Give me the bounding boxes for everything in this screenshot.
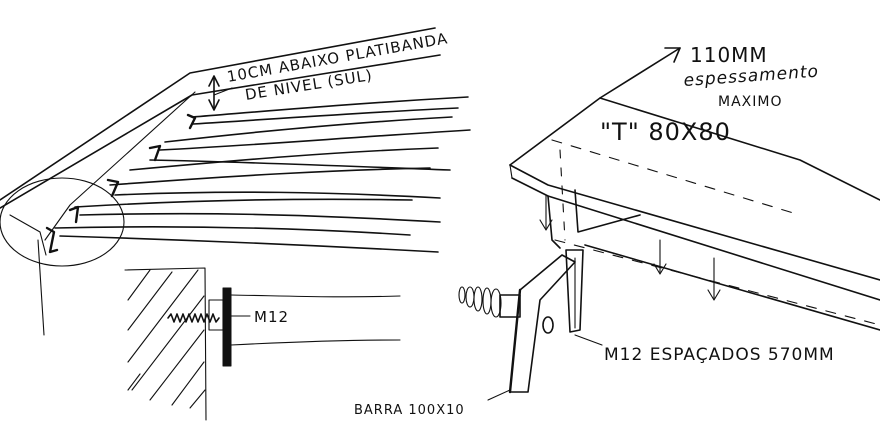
- t-profile-web-line: [574, 189, 641, 233]
- leader-line: [213, 87, 233, 96]
- down-arrow: [539, 194, 553, 231]
- hidden-line: [551, 139, 801, 216]
- bolt-label-left: M12: [254, 308, 289, 326]
- wall-corner-line: [44, 91, 196, 241]
- louvre-blade: [59, 235, 439, 253]
- t-profile-end: [509, 164, 513, 179]
- bracket: [45, 226, 59, 254]
- bolt-hole: [542, 316, 554, 334]
- louvre-blades: [54, 96, 471, 253]
- t-profile-top-edge: [509, 97, 880, 201]
- note-max-line3: MAXIMO: [718, 94, 782, 110]
- flat-bar-edge: [508, 288, 522, 394]
- leader-line: [574, 334, 603, 346]
- louvre-blade: [109, 167, 431, 186]
- bracket: [186, 113, 197, 130]
- dimension-arrowhead-bottom: [208, 99, 220, 111]
- hidden-line: [554, 239, 880, 326]
- fin-plate: [565, 249, 584, 333]
- louvre-blade: [164, 116, 453, 143]
- wall-face-line: [9, 214, 47, 256]
- wall-brackets: [45, 113, 197, 254]
- wall-hatching: [127, 269, 206, 409]
- dimension-arrowhead-top: [208, 75, 220, 87]
- bolt-label-right: M12 ESPAÇADOS 570MM: [604, 345, 835, 365]
- hidden-line: [559, 149, 566, 241]
- t-profile-web-bottom: [584, 244, 880, 331]
- louvre-blade: [54, 226, 411, 236]
- flat-bar-section: [222, 287, 232, 367]
- right-detail-drawing: [458, 47, 880, 401]
- bracket: [148, 144, 162, 162]
- bracket: [106, 178, 120, 198]
- profile-label: "T" 80X80: [600, 118, 731, 146]
- t-profile-web-line: [547, 195, 561, 249]
- louvre-blade: [129, 147, 439, 171]
- t-profile-front-edge: [509, 164, 880, 281]
- detail-circle: [0, 177, 125, 267]
- parapet-lower-edge: [0, 54, 441, 209]
- note-max-line1: 110MM: [690, 43, 768, 67]
- left-overview-drawing: [0, 27, 471, 336]
- louvre-blade: [192, 107, 459, 125]
- bolt-thread: [167, 313, 220, 323]
- louvre-blade: [230, 339, 401, 346]
- louvre-blade: [114, 191, 441, 199]
- parapet-top-edge: [0, 27, 436, 201]
- louvre-blade: [74, 198, 413, 208]
- louvre-blade: [79, 212, 441, 223]
- louvre-blade: [191, 96, 469, 118]
- bar-label: BARRA 100X10: [354, 403, 465, 418]
- leader-line: [487, 389, 511, 401]
- bolt-head: [208, 299, 224, 331]
- bracket: [68, 205, 80, 224]
- bolt-spring: [458, 286, 521, 318]
- wall-vertical-line: [37, 239, 45, 336]
- louvre-blade: [230, 294, 401, 298]
- pointer-arrowhead: [664, 47, 681, 63]
- down-arrow: [707, 257, 721, 301]
- section-detail-drawing: [124, 267, 401, 421]
- pointer-arrow: [599, 47, 681, 99]
- louvre-blade: [159, 129, 471, 151]
- wall-section-outline: [124, 267, 207, 421]
- down-arrow: [653, 239, 667, 275]
